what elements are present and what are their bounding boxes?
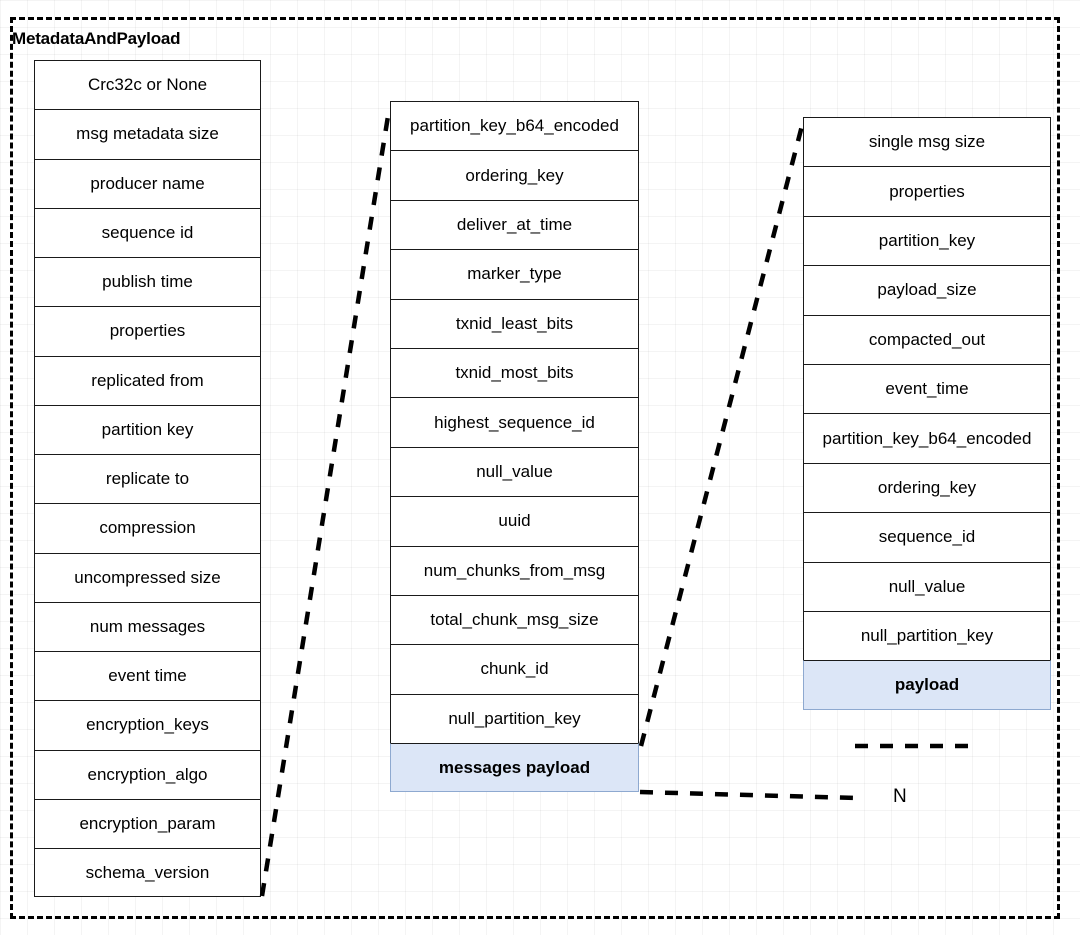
metadata-field: Crc32c or None: [34, 60, 261, 110]
metadata-field: properties: [803, 166, 1051, 216]
page-title: MetadataAndPayload: [12, 29, 181, 48]
metadata-field: null_value: [390, 446, 639, 497]
metadata-field: null_value: [803, 561, 1051, 611]
metadata-field: event_time: [803, 363, 1051, 414]
metadata-field: deliver_at_time: [390, 199, 639, 250]
metadata-field: event time: [34, 651, 261, 701]
metadata-field: num_chunks_from_msg: [390, 545, 639, 595]
metadata-field: null_partition_key: [803, 610, 1051, 661]
metadata-field: highest_sequence_id: [390, 397, 639, 447]
metadata-field: msg metadata size: [34, 109, 261, 159]
payload-field: messages payload: [390, 743, 639, 793]
metadata-field: replicate to: [34, 454, 261, 504]
metadata-field: replicated from: [34, 355, 261, 405]
metadata-field: partition_key_b64_encoded: [803, 413, 1051, 463]
metadata-field: compression: [34, 503, 261, 553]
metadata-and-payload-frame: [10, 17, 1060, 919]
metadata-field: encryption_algo: [34, 749, 261, 799]
metadata-field: partition key: [34, 404, 261, 454]
metadata-field: payload_size: [803, 265, 1051, 315]
metadata-field: publish time: [34, 257, 261, 307]
metadata-field: sequence id: [34, 207, 261, 257]
metadata-field: null_partition_key: [390, 693, 639, 744]
metadata-field: chunk_id: [390, 644, 639, 694]
metadata-field: total_chunk_msg_size: [390, 594, 639, 645]
repeat-count-label: N: [893, 786, 907, 807]
metadata-field: schema_version: [34, 848, 261, 898]
metadata-field: encryption_param: [34, 798, 261, 848]
metadata-field: num messages: [34, 601, 261, 651]
metadata-field: single msg size: [803, 117, 1051, 167]
metadata-field: txnid_least_bits: [390, 298, 639, 348]
metadata-field: txnid_most_bits: [390, 347, 639, 398]
metadata-field: properties: [34, 306, 261, 356]
metadata-field: encryption_keys: [34, 700, 261, 750]
metadata-field: ordering_key: [803, 462, 1051, 513]
metadata-field: producer name: [34, 158, 261, 208]
metadata-field: partition_key: [803, 215, 1051, 266]
metadata-field: ordering_key: [390, 150, 639, 200]
metadata-field: sequence_id: [803, 512, 1051, 562]
metadata-field: uncompressed size: [34, 552, 261, 602]
metadata-field: marker_type: [390, 249, 639, 299]
metadata-field: compacted_out: [803, 314, 1051, 364]
payload-field: payload: [803, 660, 1051, 710]
metadata-field: uuid: [390, 496, 639, 546]
metadata-field: partition_key_b64_encoded: [390, 101, 639, 151]
